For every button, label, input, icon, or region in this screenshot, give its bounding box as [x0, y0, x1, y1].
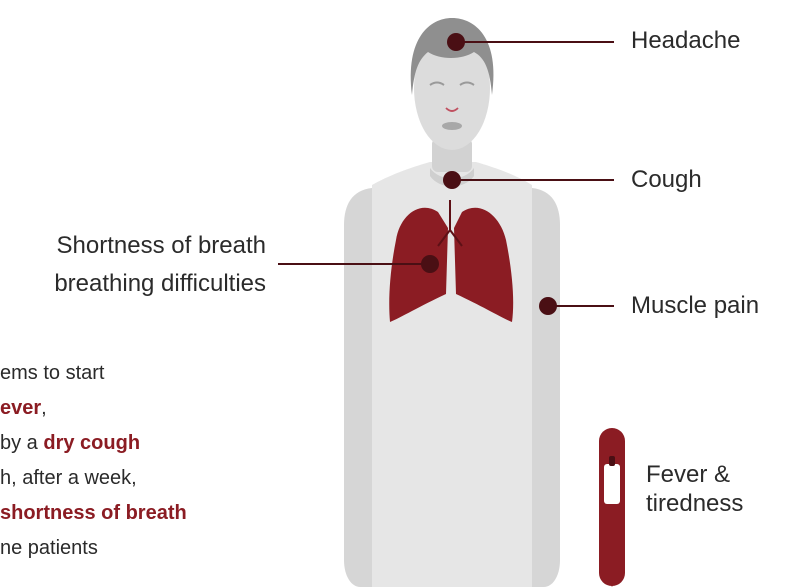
muscle-pain-label: Muscle pain — [631, 292, 759, 320]
muscle-dot — [539, 297, 557, 315]
tiredness-label: tiredness — [646, 490, 743, 518]
dry-cough-highlight: dry cough — [43, 432, 140, 454]
thermometer-icon — [599, 428, 625, 587]
left-arm — [344, 188, 372, 587]
headache-dot — [447, 33, 465, 51]
symptom-progression-text: ems to start ever, by a dry cough h, aft… — [0, 356, 292, 566]
cough-dot — [443, 171, 461, 189]
story-line-3: by a dry cough — [0, 426, 292, 461]
headache-label: Headache — [631, 27, 740, 55]
story-line-6: ne patients — [0, 531, 292, 566]
story-line-2: ever, — [0, 391, 292, 426]
breath-dot — [421, 255, 439, 273]
story-line-1: ems to start — [0, 356, 292, 391]
human-body-figure — [344, 18, 560, 587]
cough-label: Cough — [631, 166, 702, 194]
mouth-icon — [442, 122, 462, 130]
shortness-of-breath-highlight: shortness of breath — [0, 502, 187, 524]
fever-highlight: ever — [0, 397, 41, 419]
story-line-4: h, after a week, — [0, 461, 292, 496]
story-line-5: shortness of breath — [0, 496, 292, 531]
right-arm — [532, 188, 560, 587]
breathing-difficulties-label: breathing difficulties — [40, 270, 266, 298]
torso — [372, 162, 532, 587]
fever-label: Fever & — [646, 461, 730, 489]
shortness-of-breath-label: Shortness of breath — [40, 232, 266, 260]
